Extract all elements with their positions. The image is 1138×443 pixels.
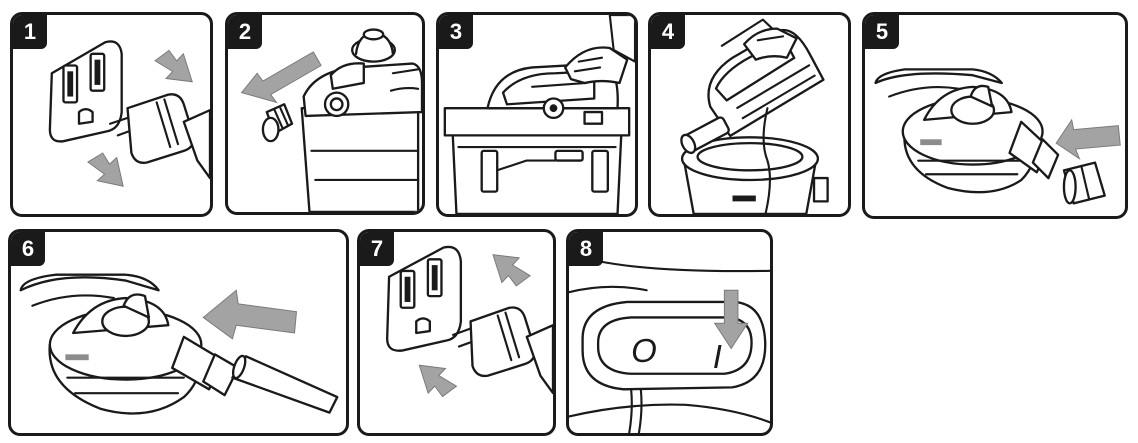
step-number-badge: 2: [228, 15, 262, 49]
remove-hose-illustration: [240, 28, 422, 212]
arrow-icon: [240, 51, 322, 104]
step-number-badge: 1: [13, 15, 47, 49]
step-3-panel: 3: [436, 12, 638, 217]
arrow-icon: [713, 289, 749, 350]
step-8-panel: 8 O I: [566, 229, 773, 436]
arrow-icon: [492, 254, 532, 287]
step-6-panel: 6: [8, 229, 349, 436]
attach-adapter-illustration: [874, 68, 1121, 205]
step-number-badge: 6: [11, 232, 45, 266]
attach-nozzle-illustration: [19, 273, 339, 415]
step-5-panel: 5: [862, 12, 1128, 219]
unplug-cord-illustration: [48, 40, 210, 187]
step-number-badge: 3: [439, 15, 473, 49]
lift-powerhead-illustration: [680, 18, 829, 214]
arrow-icon: [418, 364, 458, 398]
switch-on-label: I: [713, 338, 722, 375]
switch-off-label: O: [631, 332, 657, 369]
step-4-panel: 4: [648, 12, 851, 217]
turn-switch-on-illustration: O I: [569, 260, 770, 433]
plug-in-cord-illustration: [385, 245, 553, 398]
step-number-badge: 8: [569, 232, 603, 266]
arrow-icon: [154, 49, 193, 83]
step-number-badge: 5: [865, 15, 899, 49]
unlatch-powerhead-illustration: [443, 15, 635, 214]
arrow-icon: [202, 289, 298, 340]
step-1-panel: 1: [10, 12, 213, 217]
step-2-panel: 2: [225, 12, 425, 215]
step-7-panel: 7: [357, 229, 556, 436]
arrow-icon: [1055, 118, 1121, 160]
arrow-icon: [87, 152, 124, 187]
step-number-badge: 7: [360, 232, 394, 266]
step-number-badge: 4: [651, 15, 685, 49]
